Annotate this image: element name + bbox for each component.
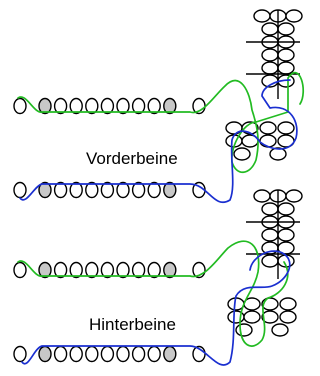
hind-leg-top-bead: [85, 261, 99, 279]
front-thread-blue: [19, 79, 298, 204]
front-leg-bottom-bead: [38, 181, 52, 199]
front-leg-bottom-bead: [53, 181, 68, 199]
hind-leg-top-bead: [69, 261, 83, 279]
front-leg-top-bead: [131, 97, 146, 115]
hind-leg-top-bead: [53, 261, 68, 279]
hind-leg-top-bead: [131, 261, 146, 279]
upper-body-bead: [253, 9, 271, 23]
front-leg-top-bead: [100, 97, 115, 115]
hind-leg-bottom-bead: [53, 345, 68, 363]
front-legs-label: Vorderbeine: [86, 149, 178, 168]
hind-leg-bottom-bead: [69, 345, 83, 363]
front-leg-top-bead: [38, 97, 52, 115]
front-leg-bottom-bead: [163, 181, 177, 199]
front-leg-bottom-bead: [147, 181, 161, 199]
lower-body-bead: [277, 228, 295, 242]
lower-body-bead: [261, 202, 279, 216]
hind-thread-green: [17, 240, 289, 347]
thread-layer: [17, 71, 304, 366]
upper-body-bead: [261, 22, 279, 36]
front-leg-cluster-bead: [259, 134, 277, 148]
hind-leg-bottom-bead: [38, 345, 52, 363]
front-leg-top-end-bead: [13, 97, 27, 115]
hind-leg-bottom-bead: [116, 345, 130, 363]
hind-leg-top-bead: [38, 261, 52, 279]
hind-leg-cluster-bead: [243, 310, 261, 324]
lower-body-bead: [261, 228, 279, 242]
hind-leg-top-bead: [100, 261, 115, 279]
hind-leg-top-bead: [147, 261, 161, 279]
hind-leg-top-bead: [163, 261, 177, 279]
hind-leg-bottom-bead: [85, 345, 99, 363]
hind-leg-bottom-bead: [131, 345, 146, 363]
front-leg-cluster-bead: [259, 121, 277, 135]
hind-leg-cluster-bead: [271, 323, 289, 337]
hind-leg-top-bead: [116, 261, 130, 279]
hind-leg-bottom-end-bead: [13, 345, 27, 363]
front-leg-top-bead: [69, 97, 83, 115]
front-leg-bottom-bead: [131, 181, 146, 199]
front-leg-top-bead: [53, 97, 68, 115]
bead-layer: [13, 9, 303, 363]
lower-body-bead: [261, 254, 279, 268]
hind-leg-cluster-bead: [235, 323, 253, 337]
front-leg-top-bead: [116, 97, 130, 115]
upper-body-bead: [261, 48, 279, 62]
hind-leg-cluster-bead: [279, 297, 297, 311]
front-leg-cluster-bead: [277, 121, 295, 135]
lower-body-bead: [253, 189, 271, 203]
front-leg-top-bead: [163, 97, 177, 115]
hind-thread-blue: [21, 250, 291, 366]
lower-body-bead: [285, 189, 303, 203]
hind-leg-bottom-bead: [147, 345, 161, 363]
hind-leg-cluster-bead: [279, 310, 297, 324]
hind-leg-bottom-bead: [100, 345, 115, 363]
front-leg-bottom-bead: [69, 181, 83, 199]
upper-body-bead: [277, 22, 295, 36]
upper-body-bead: [277, 61, 295, 75]
front-leg-cluster-bead: [269, 147, 287, 161]
front-leg-top-bead: [85, 97, 99, 115]
hind-leg-cluster-bead: [261, 310, 279, 324]
upper-body-bead: [261, 61, 279, 75]
hind-leg-top-end-bead: [13, 261, 27, 279]
upper-body-bead: [285, 9, 303, 23]
upper-body-bead: [277, 48, 295, 62]
hind-leg-bottom-bead: [163, 345, 177, 363]
front-leg-bottom-bead: [85, 181, 99, 199]
front-leg-bottom-end-bead: [13, 181, 27, 199]
front-leg-bottom-bead: [116, 181, 130, 199]
front-leg-top-bead: [147, 97, 161, 115]
front-leg-bottom-bead: [100, 181, 115, 199]
hind-legs-label: Hinterbeine: [89, 315, 176, 334]
front-leg-cluster-bead: [233, 147, 251, 161]
lower-body-bead: [277, 202, 295, 216]
